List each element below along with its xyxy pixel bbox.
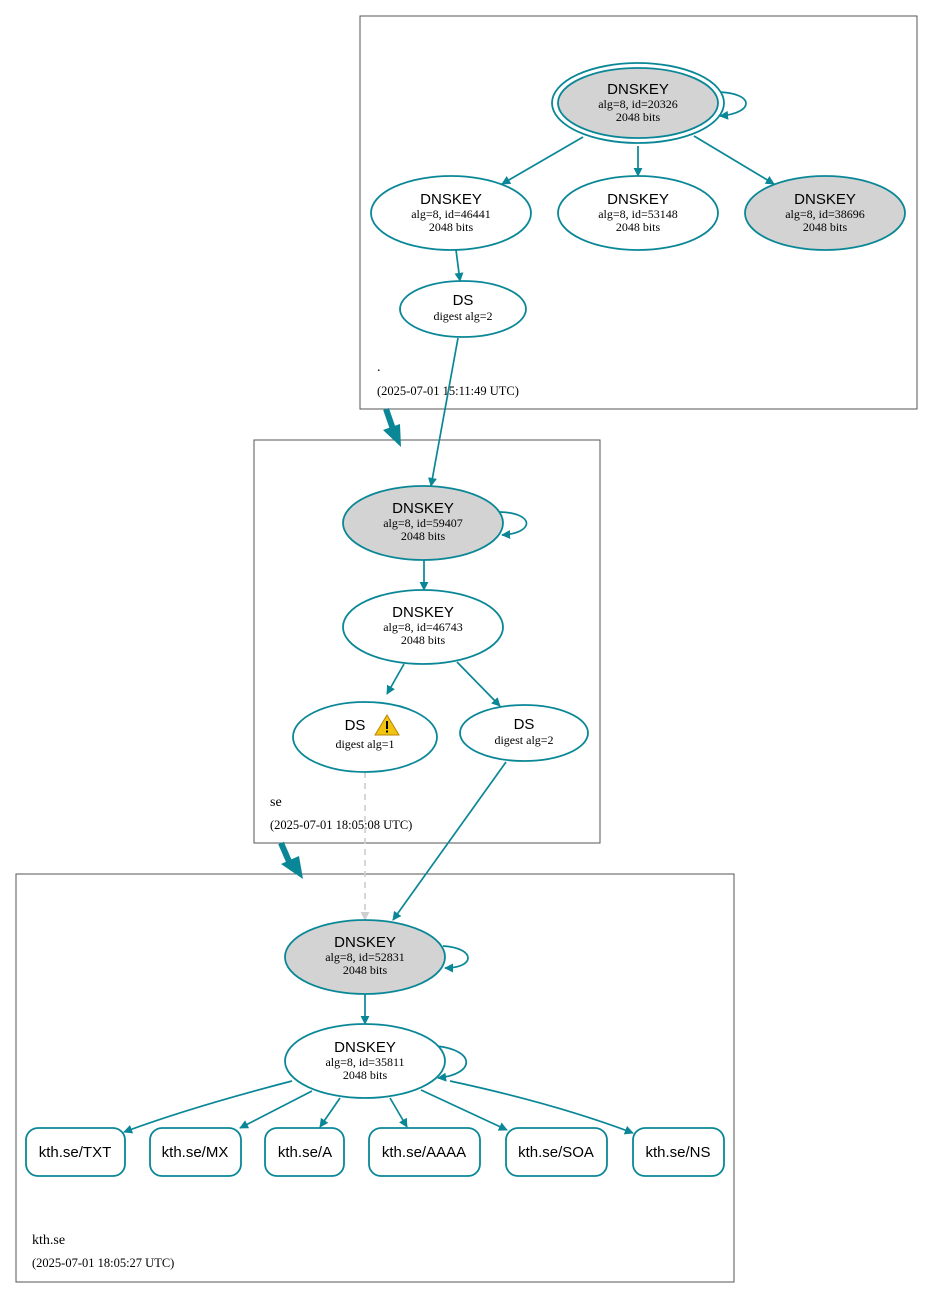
edge-to-a — [319, 1097, 341, 1128]
node-root-dnskey-46441[interactable]: DNSKEY alg=8, id=46441 2048 bits — [370, 175, 532, 251]
node-title: DNSKEY — [392, 500, 454, 517]
node-title: DNSKEY — [392, 604, 454, 621]
rrset-label: kth.se/TXT — [39, 1144, 112, 1161]
node-title: DNSKEY — [334, 1039, 396, 1056]
node-key-info: alg=8, id=46441 — [411, 207, 491, 221]
edge-ksk-to-46441 — [501, 136, 584, 185]
edge-46743-to-ds1 — [386, 663, 405, 695]
rrset-kth-a[interactable]: kth.se/A — [264, 1127, 345, 1177]
node-title: DS — [453, 292, 474, 309]
rrset-label: kth.se/A — [278, 1144, 332, 1161]
zone-root-name: . — [377, 360, 381, 375]
edge-root-ksk-self — [717, 91, 747, 120]
edge-46441-to-ds — [454, 249, 464, 282]
edge-kth-35811-self — [435, 1045, 467, 1082]
node-key-info: alg=8, id=35811 — [325, 1055, 404, 1069]
node-title: DNSKEY — [334, 934, 396, 951]
node-se-ds-alg1[interactable]: DS digest alg=1 — [292, 701, 438, 773]
rrset-kth-ns[interactable]: kth.se/NS — [632, 1127, 725, 1177]
node-root-ds[interactable]: DS digest alg=2 — [399, 280, 527, 338]
node-root-dnskey-38696[interactable]: DNSKEY alg=8, id=38696 2048 bits — [744, 175, 906, 251]
node-key-info: alg=8, id=20326 — [598, 97, 678, 111]
node-key-size: 2048 bits — [616, 220, 661, 234]
node-se-ds-alg2[interactable]: DS digest alg=2 — [459, 704, 589, 762]
edge-kth-52831-self — [442, 945, 469, 973]
edge-ds2-to-kth-key — [392, 761, 507, 921]
rrset-kth-txt[interactable]: kth.se/TXT — [25, 1127, 126, 1177]
rrset-label: kth.se/SOA — [518, 1144, 594, 1161]
node-key-size: 2048 bits — [616, 110, 661, 124]
edge-to-txt — [123, 1080, 293, 1134]
rrset-label: kth.se/NS — [645, 1144, 710, 1161]
node-root-dnskey-20326[interactable]: DNSKEY alg=8, id=20326 2048 bits — [551, 62, 725, 144]
edge-to-mx — [239, 1090, 313, 1129]
node-title: DS — [514, 716, 535, 733]
node-title: DNSKEY — [420, 191, 482, 208]
edge-to-soa — [420, 1089, 508, 1131]
node-key-size: 2048 bits — [343, 963, 388, 977]
edge-ksk-to-38696 — [693, 135, 775, 185]
node-key-size: 2048 bits — [401, 529, 446, 543]
node-key-info: alg=8, id=53148 — [598, 207, 678, 221]
node-root-dnskey-53148[interactable]: DNSKEY alg=8, id=53148 2048 bits — [557, 175, 719, 251]
edge-root-ds-to-se-key — [428, 337, 459, 487]
node-title: DNSKEY — [794, 191, 856, 208]
rrset-kth-soa[interactable]: kth.se/SOA — [505, 1127, 608, 1177]
node-key-info: alg=8, id=38696 — [785, 207, 865, 221]
warning-triangle-icon — [374, 714, 400, 736]
edge-to-ns — [449, 1080, 634, 1135]
rrset-label: kth.se/MX — [162, 1144, 229, 1161]
rrset-label: kth.se/AAAA — [382, 1144, 466, 1161]
node-key-info: alg=8, id=46743 — [383, 620, 463, 634]
node-title: DNSKEY — [607, 81, 669, 98]
node-se-dnskey-46743[interactable]: DNSKEY alg=8, id=46743 2048 bits — [342, 589, 504, 665]
node-key-size: 2048 bits — [803, 220, 848, 234]
zone-kth-time: (2025-07-01 18:05:27 UTC) — [32, 1256, 174, 1270]
zone-se-name: se — [270, 795, 282, 810]
node-key-size: 2048 bits — [343, 1068, 388, 1082]
node-digest: digest alg=2 — [494, 733, 553, 747]
node-kth-dnskey-35811[interactable]: DNSKEY alg=8, id=35811 2048 bits — [284, 1023, 446, 1099]
zone-kth-name: kth.se — [32, 1233, 65, 1248]
edge-to-aaaa — [389, 1097, 408, 1128]
node-key-info: alg=8, id=52831 — [325, 950, 405, 964]
node-key-size: 2048 bits — [429, 220, 474, 234]
zone-se-time: (2025-07-01 18:05:08 UTC) — [270, 818, 412, 832]
node-se-dnskey-59407[interactable]: DNSKEY alg=8, id=59407 2048 bits — [342, 485, 504, 561]
node-kth-dnskey-52831[interactable]: DNSKEY alg=8, id=52831 2048 bits — [284, 919, 446, 995]
node-digest: digest alg=1 — [335, 737, 394, 751]
rrset-kth-mx[interactable]: kth.se/MX — [149, 1127, 242, 1177]
node-title: DNSKEY — [607, 191, 669, 208]
node-digest: digest alg=2 — [433, 309, 492, 323]
rrset-kth-aaaa[interactable]: kth.se/AAAA — [368, 1127, 481, 1177]
node-key-size: 2048 bits — [401, 633, 446, 647]
edge-se-59407-self — [499, 511, 528, 539]
node-key-info: alg=8, id=59407 — [383, 516, 463, 530]
delegation-se-to-kth-head — [281, 856, 303, 879]
node-title: DS — [345, 717, 366, 734]
delegation-root-to-se-head — [383, 424, 401, 447]
edge-46743-to-ds2 — [456, 661, 501, 707]
